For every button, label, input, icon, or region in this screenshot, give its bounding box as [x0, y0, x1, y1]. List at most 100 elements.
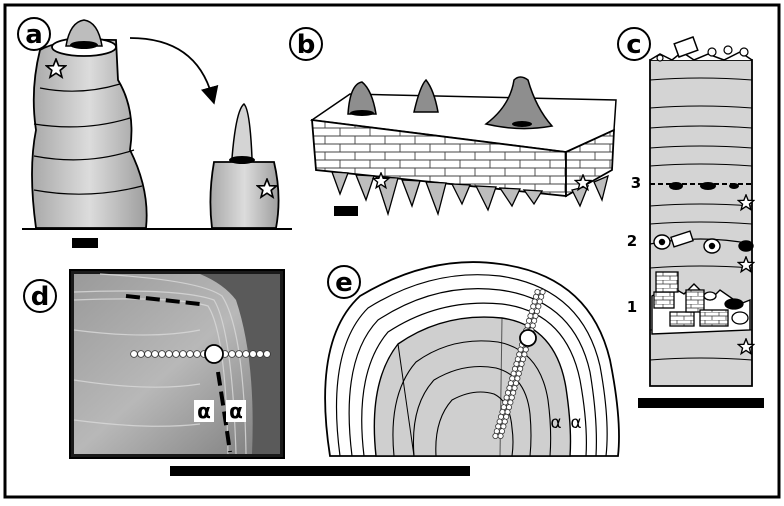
transect-bead — [528, 308, 535, 315]
panel-d-sample-point — [204, 344, 224, 364]
transect-bead — [538, 293, 545, 300]
transect-bead — [515, 370, 522, 377]
transect-bead — [504, 408, 511, 415]
curved-arrow-icon — [129, 37, 219, 105]
panel-d-alpha-left: α — [197, 399, 211, 423]
transect-bead — [506, 384, 513, 391]
transect-bead — [228, 350, 236, 358]
transect-bead — [137, 350, 145, 358]
transect-bead — [179, 350, 187, 358]
transect-bead — [517, 346, 524, 353]
transect-bead — [503, 394, 510, 401]
transect-bead — [531, 317, 538, 324]
panel-d-label: d — [31, 282, 50, 312]
transect-bead — [530, 303, 537, 310]
transect-bead — [508, 394, 515, 401]
panel-c-layer-2: 2 — [627, 232, 637, 250]
panel-b-stalactites — [331, 171, 609, 217]
panel-a-label: a — [25, 20, 43, 50]
panel-a-fragment — [209, 161, 280, 229]
transect-bead — [501, 418, 508, 425]
transect-bead — [172, 350, 180, 358]
panel-d-alpha-right: α — [229, 399, 243, 423]
panel-b-label: b — [297, 30, 316, 60]
transect-bead — [534, 288, 541, 295]
transect-bead — [513, 380, 520, 387]
transect-bead — [514, 375, 521, 382]
panel-b: b — [289, 27, 617, 217]
transect-bead — [510, 389, 517, 396]
transect-bead — [507, 380, 514, 387]
transect-bead — [510, 370, 517, 377]
transect-bead — [493, 428, 500, 435]
transect-bead — [516, 351, 523, 358]
transect-bead — [524, 322, 531, 329]
transect-bead — [144, 350, 152, 358]
transect-bead — [521, 351, 528, 358]
transect-bead — [165, 350, 173, 358]
panel-b-label-circle — [289, 27, 323, 61]
transect-bead — [130, 350, 138, 358]
transect-bead — [498, 428, 505, 435]
transect-bead — [249, 350, 257, 358]
panel-c: 3 2 1 c — [617, 27, 764, 408]
panel-c-label-circle — [617, 27, 651, 61]
transect-bead — [532, 312, 539, 319]
transect-bead — [507, 399, 514, 406]
scale-bar-icon — [170, 466, 470, 476]
panel-e-alpha-right: α — [570, 413, 581, 433]
transect-bead — [522, 346, 529, 353]
transect-bead — [500, 423, 507, 430]
transect-bead — [256, 350, 264, 358]
transect-bead — [497, 413, 504, 420]
panel-a: a — [17, 17, 292, 248]
transect-bead — [496, 418, 503, 425]
transect-bead — [529, 322, 536, 329]
transect-bead — [504, 389, 511, 396]
transect-bead — [158, 350, 166, 358]
scale-bar-icon — [638, 398, 764, 408]
transect-bead — [533, 293, 540, 300]
transect-bead — [536, 298, 543, 305]
transect-bead — [502, 399, 509, 406]
transect-bead — [512, 365, 519, 372]
transect-bead — [531, 298, 538, 305]
transect-bead — [242, 350, 250, 358]
transect-bead — [497, 432, 504, 439]
transect-bead — [527, 312, 534, 319]
transect-bead — [193, 350, 201, 358]
panel-b-stalagmite-2 — [413, 78, 439, 113]
transect-bead — [514, 356, 521, 363]
transect-bead — [535, 303, 542, 310]
transect-bead — [495, 423, 502, 430]
transect-bead — [513, 360, 520, 367]
transect-bead — [526, 317, 533, 324]
panel-e-label-circle — [327, 265, 361, 299]
panel-b-stalagmite-1 — [347, 81, 377, 115]
panel-a-label-circle — [17, 17, 51, 51]
transect-bead — [534, 308, 541, 315]
panel-d: α α d — [23, 269, 285, 459]
transect-bead — [511, 384, 518, 391]
transect-bead — [520, 356, 527, 363]
panel-d-label-circle — [23, 279, 57, 313]
panel-c-layer-3: 3 — [631, 174, 641, 192]
panel-c-layer-1: 1 — [627, 298, 637, 316]
transect-bead — [499, 408, 506, 415]
panel-e-sample-point — [519, 329, 537, 347]
transect-bead — [539, 288, 546, 295]
panel-c-label: c — [626, 30, 641, 60]
panel-e-alpha-left: α — [550, 413, 561, 433]
panel-e: α α e — [324, 261, 620, 457]
transect-bead — [517, 365, 524, 372]
scale-bar-icon — [334, 206, 358, 216]
transect-bead — [509, 375, 516, 382]
panel-b-side-face — [565, 128, 615, 198]
panel-e-label: e — [335, 268, 353, 298]
scale-bar-icon — [72, 238, 98, 248]
transect-bead — [263, 350, 271, 358]
transect-bead — [235, 350, 243, 358]
transect-bead — [500, 404, 507, 411]
